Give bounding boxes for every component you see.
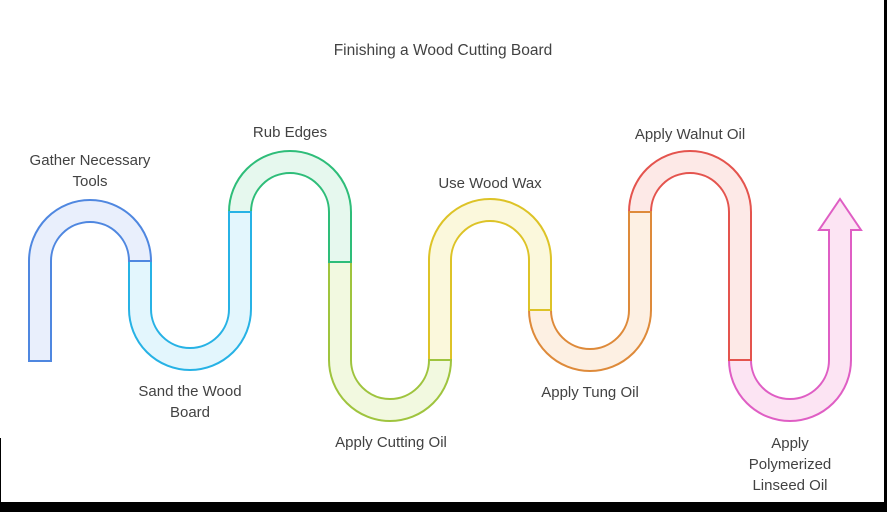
step-label-rub-edges: Rub Edges <box>252 124 328 141</box>
step-label-gather-tools: Gather Necessary Tools <box>29 152 151 190</box>
step-label-linseed-oil: Apply Polymerized Linseed Oil <box>748 435 832 494</box>
process-snake-diagram <box>28 150 863 422</box>
segment-tung-oil <box>527 211 652 372</box>
diagram-canvas: Finishing a Wood Cutting Board Gather Ne… <box>0 0 884 502</box>
frame-corner-patch <box>881 0 884 8</box>
segment-linseed-oil-arrow <box>727 197 863 422</box>
step-label-wood-wax: Use Wood Wax <box>438 175 542 192</box>
segment-gather-tools <box>28 199 153 362</box>
segment-wood-wax <box>428 198 552 361</box>
step-label-tung-oil: Apply Tung Oil <box>541 384 639 401</box>
frame-left-edge <box>0 438 1 502</box>
segment-walnut-oil <box>627 150 752 361</box>
step-label-walnut-oil: Apply Walnut Oil <box>634 126 746 143</box>
segment-rub-edges <box>227 150 352 263</box>
segment-cutting-oil <box>328 261 453 422</box>
segment-sand-board <box>128 211 252 371</box>
step-label-cutting-oil: Apply Cutting Oil <box>335 434 447 451</box>
step-label-sand-board: Sand the Wood Board <box>138 383 242 421</box>
page-title: Finishing a Wood Cutting Board <box>333 42 553 59</box>
